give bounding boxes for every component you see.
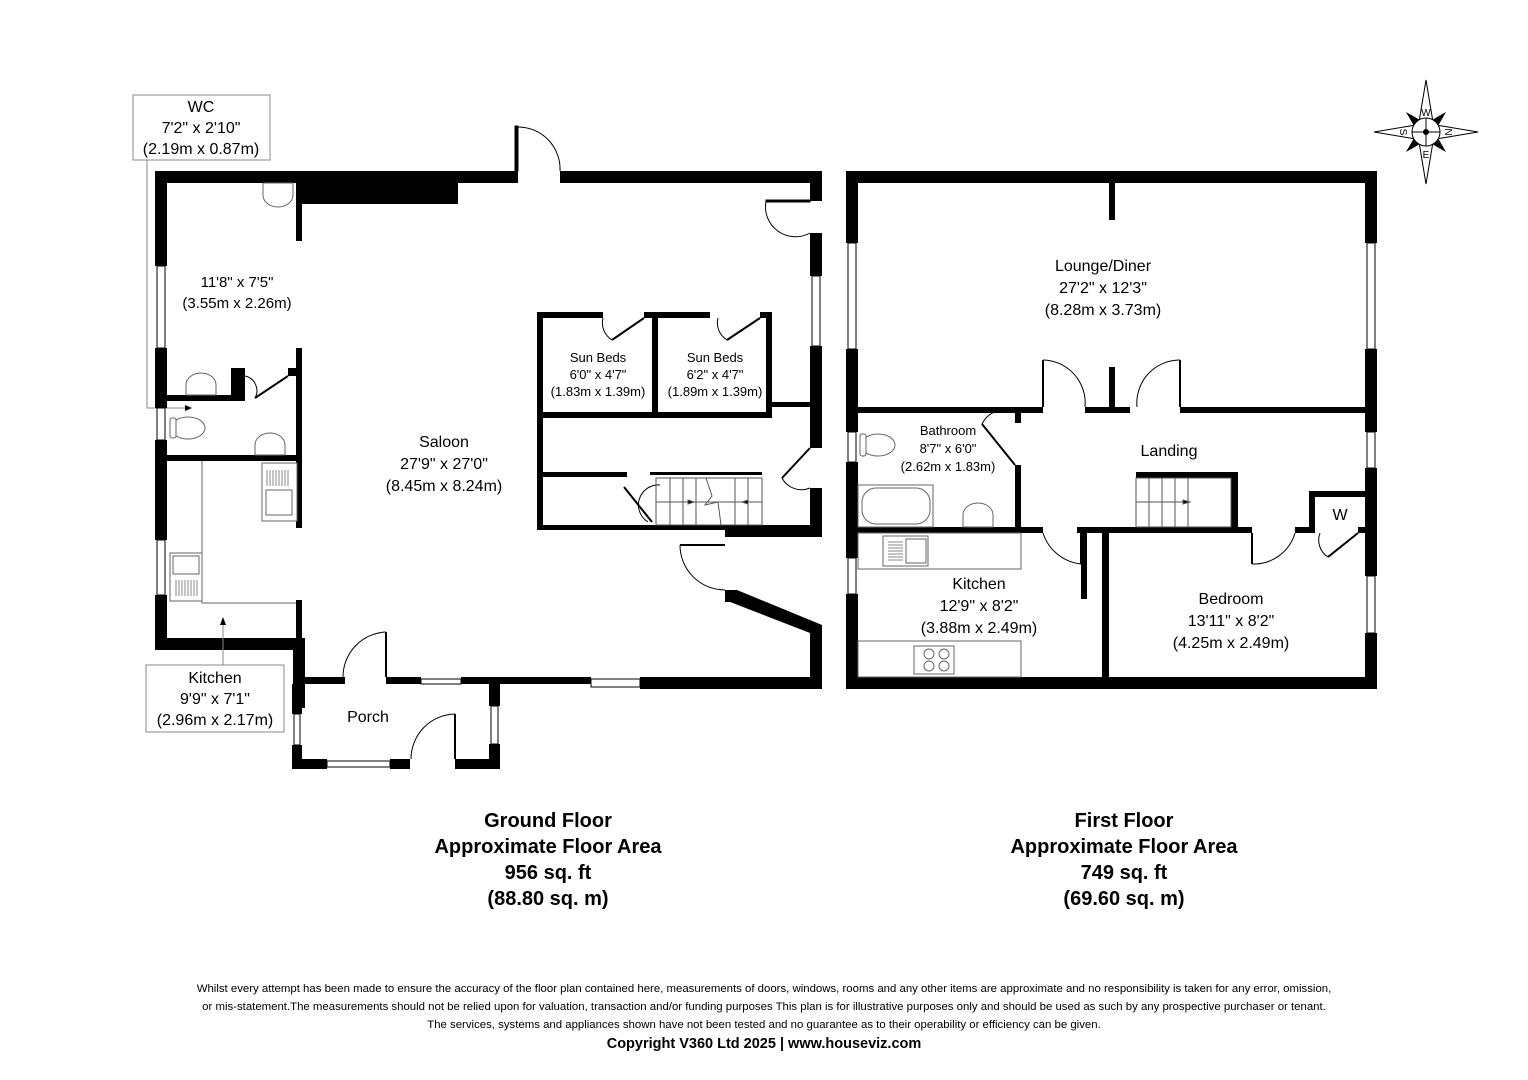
drainer-lines <box>175 470 289 596</box>
unnamed-room-dim-metric: (3.55m x 2.26m) <box>182 295 291 312</box>
ground-floor-walls <box>155 171 822 769</box>
sun-beds-2-dim-metric: (1.89m x 1.39m) <box>668 384 763 399</box>
ground-floor-plan: WC 7'2" x 2'10" (2.19m x 0.87m) <box>132 94 822 769</box>
ff-kitchen-dim-imperial: 12'9" x 8'2" <box>940 598 1019 615</box>
bathroom-dim-imperial: 8'7" x 6'0" <box>920 441 977 456</box>
bedroom-room-name: Bedroom <box>1199 591 1264 608</box>
first-floor-windows <box>847 242 1376 634</box>
saloon-dim-imperial: 27'9" x 27'0" <box>400 456 488 473</box>
copyright-notice: Copyright V360 Ltd 2025 | www.houseviz.c… <box>606 1036 922 1052</box>
wc-dim-imperial: 7'2" x 2'10" <box>162 120 241 137</box>
lounge-diner-dim-metric: (8.28m x 3.73m) <box>1045 302 1161 319</box>
wc-dim-metric: (2.19m x 0.87m) <box>143 141 259 158</box>
landing-room-name: Landing <box>1141 443 1198 460</box>
drainer-lines <box>888 541 903 561</box>
ground-floor-doors <box>244 125 811 760</box>
lounge-diner-room-name: Lounge/Diner <box>1055 258 1152 275</box>
basin-icon <box>262 182 294 208</box>
wc-label-box: WC 7'2" x 2'10" (2.19m x 0.87m) <box>132 94 271 411</box>
first-floor-subtitle: Approximate Floor Area <box>1010 836 1238 858</box>
wardrobe-label: W <box>1332 507 1348 524</box>
disclaimer-line: Whilst every attempt has been made to en… <box>196 983 1332 995</box>
bathroom-dim-metric: (2.62m x 1.83m) <box>901 459 996 474</box>
sun-beds-2-dim-imperial: 6'2" x 4'7" <box>687 367 744 382</box>
sun-beds-2-room-name: Sun Beds <box>687 350 744 365</box>
compass-rose-icon: W E S N <box>1373 79 1479 185</box>
ground-floor-area-sqm: (88.80 sq. m) <box>487 888 609 910</box>
basin-icon <box>185 372 217 396</box>
ground-floor-subtitle: Approximate Floor Area <box>434 836 662 858</box>
ground-floor-area-sqft: 956 sq. ft <box>504 862 592 884</box>
ground-floor-title: Ground Floor <box>484 810 612 832</box>
basin-icon <box>254 432 286 456</box>
first-floor-walls <box>846 171 1377 689</box>
hob-icon <box>913 645 955 675</box>
bedroom-dim-metric: (4.25m x 2.49m) <box>1173 635 1289 652</box>
saloon-room-name: Saloon <box>419 434 469 451</box>
first-floor-area-sqft: 749 sq. ft <box>1080 862 1168 884</box>
first-floor-plan: Lounge/Diner 27'2" x 12'3" (8.28m x 3.73… <box>846 171 1377 689</box>
ground-floor-windows <box>156 265 821 768</box>
sun-beds-1-dim-imperial: 6'0" x 4'7" <box>570 367 627 382</box>
basin-icon <box>962 502 994 528</box>
disclaimer: Whilst every attempt has been made to en… <box>100 980 1428 1053</box>
gf-kitchen-dim-metric: (2.96m x 2.17m) <box>157 712 273 729</box>
first-floor-title: First Floor <box>1074 810 1174 832</box>
saloon-dim-metric: (8.45m x 8.24m) <box>386 478 502 495</box>
first-floor-caption: First Floor Approximate Floor Area 749 s… <box>974 808 1274 912</box>
gf-kitchen-dim-imperial: 9'9" x 7'1" <box>180 691 250 708</box>
ff-kitchen-dim-metric: (3.88m x 2.49m) <box>921 620 1037 637</box>
first-floor-area-sqm: (69.60 sq. m) <box>1063 888 1185 910</box>
compass-s: S <box>1397 129 1408 136</box>
ff-kitchen-room-name: Kitchen <box>952 576 1005 593</box>
wc-room-name: WC <box>188 99 215 116</box>
bedroom-dim-imperial: 13'11" x 8'2" <box>1188 613 1275 630</box>
lounge-diner-dim-imperial: 27'2" x 12'3" <box>1059 280 1147 297</box>
first-floor-fixtures <box>857 433 1022 678</box>
compass-w: W <box>1421 108 1431 119</box>
compass-n: N <box>1444 128 1455 135</box>
ground-floor-caption: Ground Floor Approximate Floor Area 956 … <box>398 808 698 912</box>
first-floor-doors <box>981 359 1359 565</box>
disclaimer-line: or mis-statement.The measurements should… <box>202 1001 1326 1013</box>
worktop <box>857 532 1022 570</box>
compass-e: E <box>1423 150 1430 161</box>
disclaimer-line: The services, systems and appliances sho… <box>427 1019 1101 1031</box>
unnamed-room-dim-imperial: 11'8" x 7'5" <box>201 274 274 291</box>
ground-floor-stairs <box>655 477 763 526</box>
porch-room-name: Porch <box>347 709 389 726</box>
gf-kitchen-room-name: Kitchen <box>188 670 241 687</box>
sun-beds-1-room-name: Sun Beds <box>570 350 627 365</box>
bathroom-room-name: Bathroom <box>920 423 976 438</box>
first-floor-stairs <box>1135 477 1232 528</box>
kitchen-label-box: Kitchen 9'9" x 7'1" (2.96m x 2.17m) <box>145 617 285 733</box>
sun-beds-1-dim-metric: (1.83m x 1.39m) <box>551 384 646 399</box>
